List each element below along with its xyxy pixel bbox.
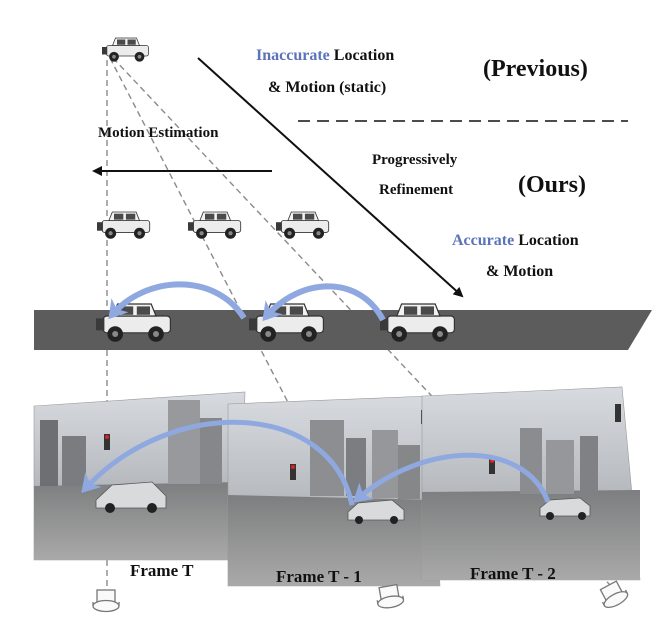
image-motion-arrow-1	[81, 419, 355, 506]
inaccurate-location-text: Inaccurate Location	[256, 47, 394, 64]
accurate-location-text: Accurate Location	[452, 232, 579, 249]
refinement-arrow	[197, 57, 464, 298]
accurate-word: Accurate	[452, 232, 514, 249]
progressive-label-line2: Refinement	[379, 182, 453, 198]
camera-t-icon	[92, 589, 120, 613]
camera-frame-t	[33, 391, 246, 561]
frame-label-t-minus-2: Frame T - 2	[470, 564, 556, 583]
estimated-jeep-3	[275, 211, 330, 240]
camera-t-minus-1-icon	[374, 583, 406, 611]
inaccurate-word: Inaccurate	[256, 47, 330, 64]
ours-tag: (Ours)	[518, 172, 586, 198]
frame-label-t: Frame T	[130, 561, 194, 580]
estimated-jeep-2	[187, 211, 242, 240]
progressive-label-line1: Progressively	[372, 152, 458, 168]
camera-frame-t-minus-1	[227, 395, 441, 587]
camera-t-minus-2-icon	[596, 578, 631, 612]
road-motion-arrow-2	[262, 283, 386, 322]
motion-estimation-label: Motion Estimation	[98, 125, 219, 141]
estimated-jeep-1	[96, 211, 151, 240]
camera-frame-t-minus-2	[421, 386, 641, 581]
image-motion-arrow-2	[352, 452, 551, 503]
static-motion-text: & Motion (static)	[268, 79, 386, 96]
frame-label-t-minus-1: Frame T - 1	[276, 567, 362, 586]
road-plane	[34, 310, 652, 350]
accurate-motion-text: & Motion	[486, 263, 553, 280]
road-motion-arrow-1	[108, 281, 247, 320]
previous-tag: (Previous)	[483, 56, 588, 82]
previous-static-jeep	[101, 37, 149, 62]
